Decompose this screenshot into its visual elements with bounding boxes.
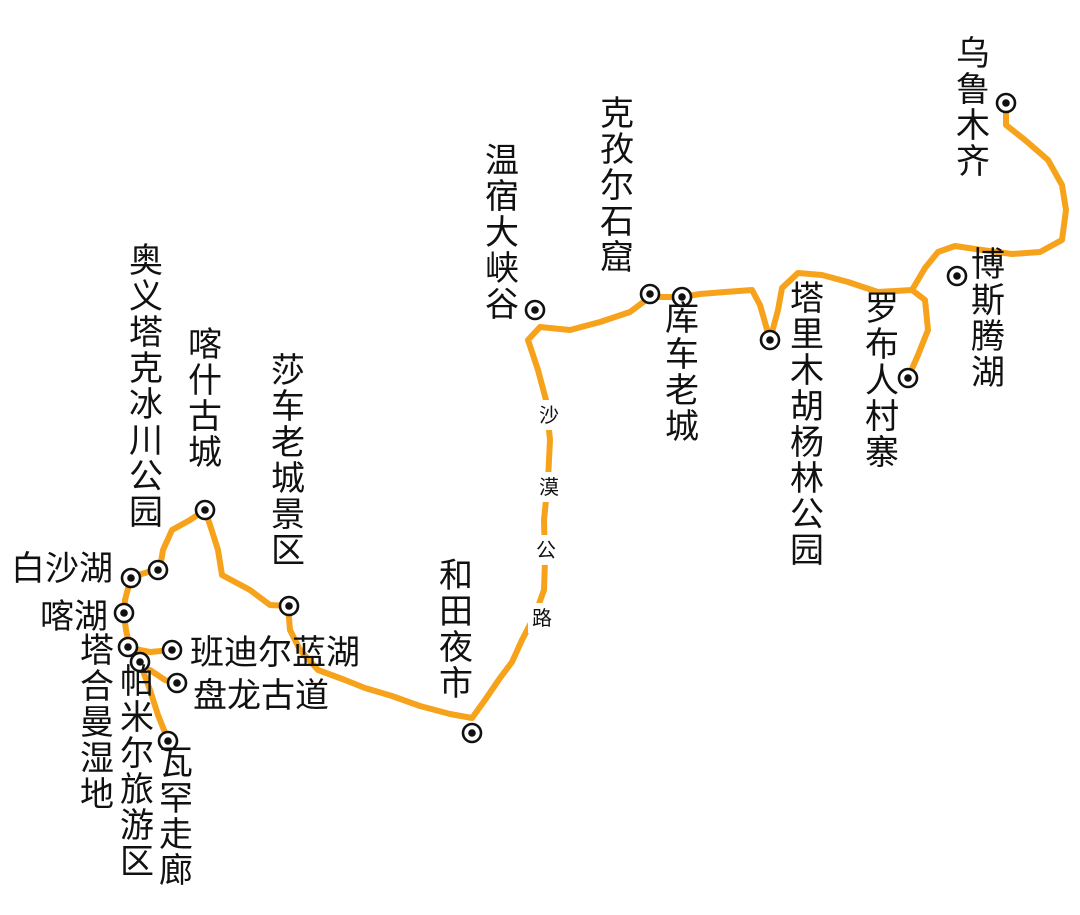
label-bosten: 博斯腾湖 [971, 245, 1005, 393]
marker-dot-icon [124, 643, 132, 651]
marker-dot-icon [953, 272, 961, 280]
marker-pamir[interactable] [129, 651, 151, 673]
marker-dot-icon [1002, 99, 1010, 107]
label-kashgar: 喀什古城 [188, 325, 222, 473]
marker-dot-icon [136, 658, 144, 666]
marker-baisha[interactable] [120, 567, 142, 589]
marker-kizil[interactable] [639, 283, 661, 305]
marker-dot-icon [285, 602, 293, 610]
marker-wakhan[interactable] [157, 730, 179, 752]
marker-dot-icon [766, 336, 774, 344]
marker-dot-icon [646, 290, 654, 298]
marker-dot-icon [531, 306, 539, 314]
marker-bandier[interactable] [161, 639, 183, 661]
road-char-2: 漠 [539, 475, 559, 499]
road-label-bg-2 [535, 472, 563, 502]
label-shache: 莎车老城景区 [271, 351, 305, 571]
label-oytagh: 奥义塔克冰川公园 [129, 241, 163, 533]
marker-dot-icon [173, 679, 181, 687]
marker-lop[interactable] [897, 367, 919, 389]
marker-kashgar[interactable] [194, 499, 216, 521]
label-lop: 罗布人村寨 [865, 289, 899, 473]
road-char-1: 沙 [539, 403, 559, 427]
label-wensu: 温宿大峡谷 [485, 141, 519, 325]
road-char-4: 路 [532, 606, 552, 630]
marker-dot-icon [468, 729, 476, 737]
marker-kucha[interactable] [671, 286, 693, 308]
label-bandier: 班迪尔蓝湖 [190, 633, 360, 673]
marker-dot-icon [904, 374, 912, 382]
marker-dot-icon [168, 646, 176, 654]
label-tahe: 塔合曼湿地 [80, 631, 114, 815]
label-tarim: 塔里木胡杨林公园 [790, 279, 824, 571]
marker-bosten[interactable] [946, 265, 968, 287]
marker-dot-icon [678, 293, 686, 301]
marker-dot-icon [201, 506, 209, 514]
marker-wensu[interactable] [524, 299, 546, 321]
marker-tahe[interactable] [117, 636, 139, 658]
label-pamir: 帕米尔旅游区 [120, 662, 154, 882]
label-kahu: 喀湖 [40, 597, 108, 637]
marker-dot-icon [164, 737, 172, 745]
marker-dot-icon [120, 609, 128, 617]
label-baisha: 白沙湖 [11, 549, 113, 589]
label-kizil: 克孜尔石窟 [600, 94, 634, 278]
road-char-3: 公 [536, 538, 556, 562]
label-urumqi: 乌鲁木齐 [956, 34, 990, 182]
road-label-bg-1 [535, 400, 563, 430]
marker-hotan[interactable] [461, 722, 483, 744]
marker-oytagh[interactable] [147, 559, 169, 581]
label-panlong: 盘龙古道 [193, 676, 329, 716]
route-main [121, 100, 1069, 721]
marker-dot-icon [154, 566, 162, 574]
route-to-bosten [905, 287, 931, 381]
marker-shache[interactable] [278, 595, 300, 617]
marker-dot-icon [127, 574, 135, 582]
marker-panlong[interactable] [166, 672, 188, 694]
route-pamir-branch [136, 657, 171, 743]
label-kucha: 库车老城 [665, 299, 699, 447]
desert-road-label: 沙 漠 公 路 [528, 400, 563, 633]
marker-kahu[interactable] [113, 602, 135, 624]
road-label-bg-4 [528, 603, 556, 633]
label-wakhan: 瓦罕走廊 [159, 743, 193, 891]
marker-urumqi[interactable] [995, 92, 1017, 114]
road-label-bg-3 [532, 535, 560, 565]
marker-tarim[interactable] [759, 329, 781, 351]
place-markers [113, 92, 1017, 752]
label-hotan: 和田夜市 [439, 556, 473, 704]
